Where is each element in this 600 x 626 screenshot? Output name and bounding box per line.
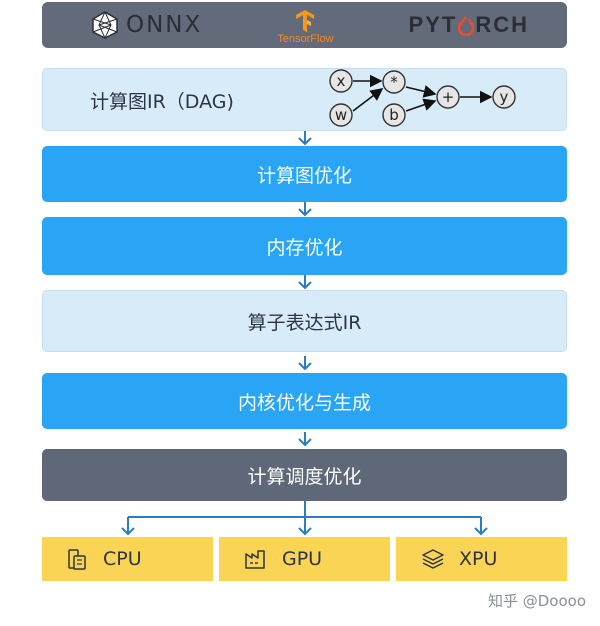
onnx-icon [92, 11, 118, 39]
down-arrow-icon [298, 131, 312, 146]
target-cpu-label: CPU [103, 548, 142, 570]
svg-text:*: * [390, 73, 398, 91]
edge-b-add [405, 98, 437, 112]
down-arrow-icon [298, 275, 312, 290]
svg-text:y: y [500, 88, 509, 106]
svg-text:w: w [335, 106, 347, 124]
framework-bar: ONNX TensorFlow PYT RCH [42, 2, 567, 48]
down-arrow-icon [298, 432, 312, 447]
target-xpu: XPU [396, 537, 567, 581]
stage-graph-optimization-label: 计算图优化 [256, 164, 352, 187]
tensorflow-label: TensorFlow [277, 33, 334, 45]
node-add: + [436, 85, 460, 109]
target-gpu: GPU [219, 537, 390, 581]
gpu-icon [244, 548, 268, 570]
svg-text:+: + [442, 88, 455, 106]
target-branch-connector [121, 501, 488, 536]
stage-memory-optimization: 内存优化 [42, 217, 567, 275]
layers-icon [421, 548, 445, 570]
dag-graph: x w * b + y [329, 69, 516, 127]
stage-memory-optimization-label: 内存优化 [266, 236, 343, 259]
target-gpu-label: GPU [282, 548, 323, 570]
edge-mul-add [405, 85, 437, 98]
cpu-icon [67, 547, 89, 571]
stage-ir-dag: 计算图IR（DAG) x w * b + [42, 68, 567, 131]
stage-operator-ir-label: 算子表达式IR [247, 311, 362, 334]
target-xpu-label: XPU [459, 548, 498, 570]
pytorch-label: PYT RCH [408, 12, 529, 37]
node-b: b [382, 103, 406, 127]
stage-scheduling-optimization: 计算调度优化 [42, 449, 567, 501]
down-arrow-icon [298, 202, 312, 217]
svg-text:x: x [337, 72, 346, 90]
tensorflow-logo: TensorFlow [277, 9, 334, 45]
node-mul: * [382, 70, 406, 94]
node-w: w [329, 103, 353, 127]
svg-text:b: b [389, 106, 399, 124]
tensorflow-icon [296, 10, 315, 32]
stage-kernel-generation-label: 内核优化与生成 [237, 391, 371, 414]
stage-kernel-generation: 内核优化与生成 [42, 373, 567, 429]
onnx-logo: ONNX [92, 11, 202, 39]
stage-graph-optimization: 计算图优化 [42, 146, 567, 202]
target-cpu: CPU [42, 537, 213, 581]
pytorch-flame-icon [458, 15, 475, 36]
onnx-label: ONNX [126, 12, 203, 38]
down-arrow-icon [298, 356, 312, 371]
edge-w-mul [352, 88, 384, 112]
stage-ir-dag-label: 计算图IR（DAG) [90, 91, 234, 113]
pytorch-logo: PYT RCH [409, 12, 529, 38]
stage-scheduling-optimization-label: 计算调度优化 [247, 465, 362, 488]
watermark: 知乎 @Doooo [487, 592, 586, 610]
node-y: y [492, 85, 516, 109]
node-x: x [329, 69, 353, 93]
stage-operator-ir: 算子表达式IR [42, 290, 567, 352]
